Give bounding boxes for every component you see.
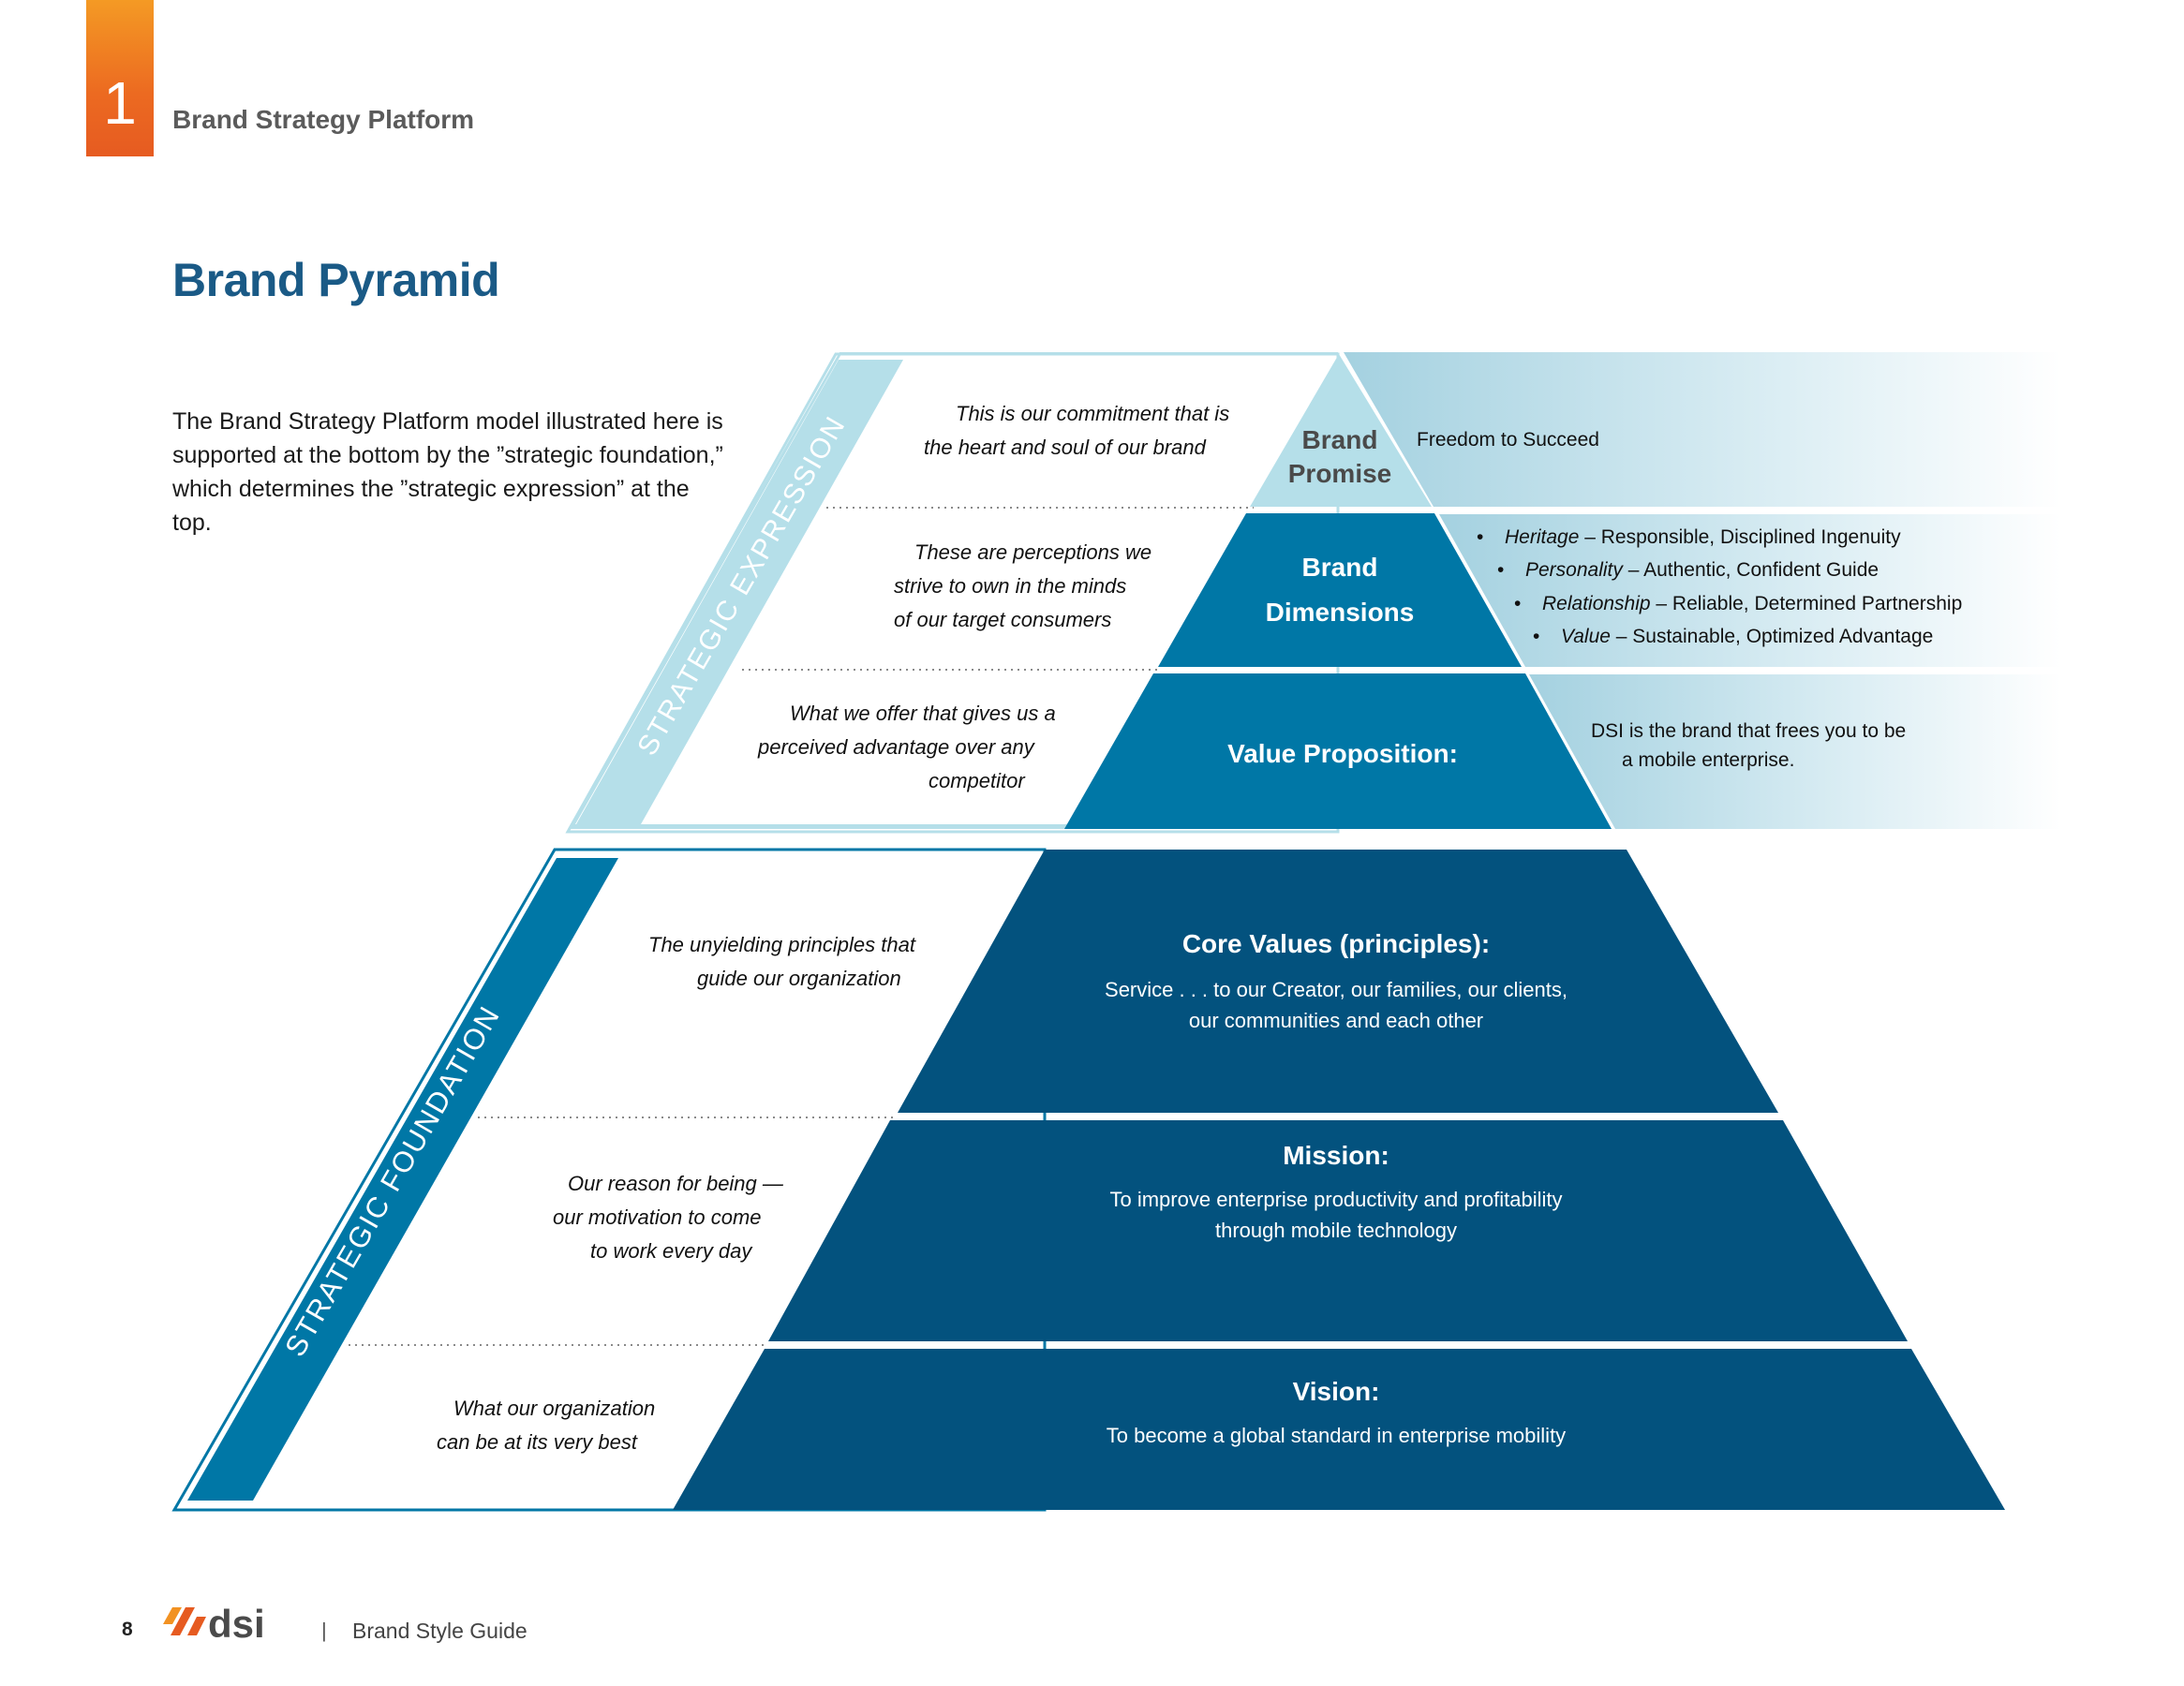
dimensions-value-panel [1439, 514, 2061, 667]
page-title: Brand Pyramid [172, 254, 500, 306]
brand-promise-desc-2: the heart and soul of our brand [924, 436, 1206, 459]
core-values-body-1: Service . . . to our Creator, our famili… [1105, 978, 1567, 1001]
footer-label: Brand Style Guide [352, 1619, 527, 1643]
brand-dimensions-desc-2: strive to own in the minds [894, 574, 1127, 598]
expression-band [576, 360, 903, 824]
strategic-foundation-label: STRATEGIC FOUNDATION [278, 999, 506, 1362]
section-title: Brand Strategy Platform [172, 105, 475, 134]
value-prop-desc-2: perceived advantage over any [758, 735, 1034, 759]
value-prop-panel [1529, 674, 2061, 829]
footer-separator: | [321, 1619, 327, 1642]
dimension-item-heritage: •Heritage – Responsible, Disciplined Ing… [1477, 526, 1901, 548]
logo-slash-2-icon [171, 1607, 195, 1635]
brand-dimensions-desc-1: These are perceptions we [914, 540, 1152, 564]
chapter-number: 1 [103, 69, 137, 137]
level-brand-promise [1250, 354, 1432, 507]
brand-dimensions-title-2: Dimensions [1265, 598, 1415, 627]
brand-dimensions-desc-3: of our target consumers [894, 608, 1112, 631]
mission-body-2: through mobile technology [1214, 1219, 1458, 1242]
mission-desc-1: Our reason for being — [568, 1172, 783, 1195]
core-values-desc-2: guide our organization [697, 967, 901, 990]
vision-body-1: To become a global standard in enterpris… [1106, 1424, 1567, 1447]
vision-title: Vision: [1292, 1377, 1380, 1406]
value-prop-desc-1: What we offer that gives us a [790, 702, 1056, 725]
value-prop-desc-3: competitor [929, 769, 1025, 792]
vision-desc-1: What our organization [453, 1397, 656, 1420]
value-prop-title: Value Proposition: [1227, 739, 1458, 768]
brand-promise-title-2: Promise [1287, 459, 1392, 488]
level-brand-dimensions [1158, 513, 1522, 667]
level-vision [673, 1349, 2005, 1510]
level-mission [768, 1120, 1908, 1341]
mission-desc-3: to work every day [590, 1239, 752, 1263]
promise-value-panel [1344, 352, 2061, 507]
value-prop-value-2: a mobile enterprise. [1622, 749, 1795, 771]
mission-desc-2: our motivation to come [553, 1205, 762, 1229]
logo-slash-3-icon [187, 1617, 206, 1635]
brand-promise-desc-1: This is our commitment that is [956, 402, 1230, 425]
brand-dimensions-title-1: Brand [1301, 553, 1378, 582]
level-value-proposition [1064, 673, 1612, 829]
brand-promise-title-1: Brand [1301, 425, 1378, 454]
mission-body-1: To improve enterprise productivity and p… [1109, 1188, 1563, 1211]
dsi-logo: dsi [163, 1604, 265, 1646]
core-values-title: Core Values (principles): [1181, 929, 1491, 958]
dimension-item-relationship: •Relationship – Reliable, Determined Par… [1514, 593, 1963, 614]
logo-text: dsi [208, 1604, 265, 1646]
page-number: 8 [122, 1619, 133, 1640]
dimension-item-value: •Value – Sustainable, Optimized Advantag… [1533, 626, 1934, 647]
value-prop-value-1: DSI is the brand that frees you to be [1591, 720, 1907, 742]
level-core-values [898, 850, 1778, 1113]
expression-outline [565, 352, 1340, 834]
logo-slash-1-icon [163, 1607, 182, 1624]
brand-promise-value: Freedom to Succeed [1417, 429, 1599, 451]
dimension-item-personality: •Personality – Authentic, Confident Guid… [1497, 559, 1879, 581]
vision-desc-2: can be at its very best [437, 1430, 637, 1454]
chapter-tab: 1 [86, 0, 154, 156]
core-values-desc-1: The unyielding principles that [648, 933, 915, 956]
core-values-body-2: our communities and each other [1188, 1009, 1484, 1032]
mission-title: Mission: [1283, 1141, 1389, 1170]
foundation-band [187, 858, 618, 1501]
intro-paragraph: The Brand Strategy Platform model illust… [172, 408, 723, 536]
